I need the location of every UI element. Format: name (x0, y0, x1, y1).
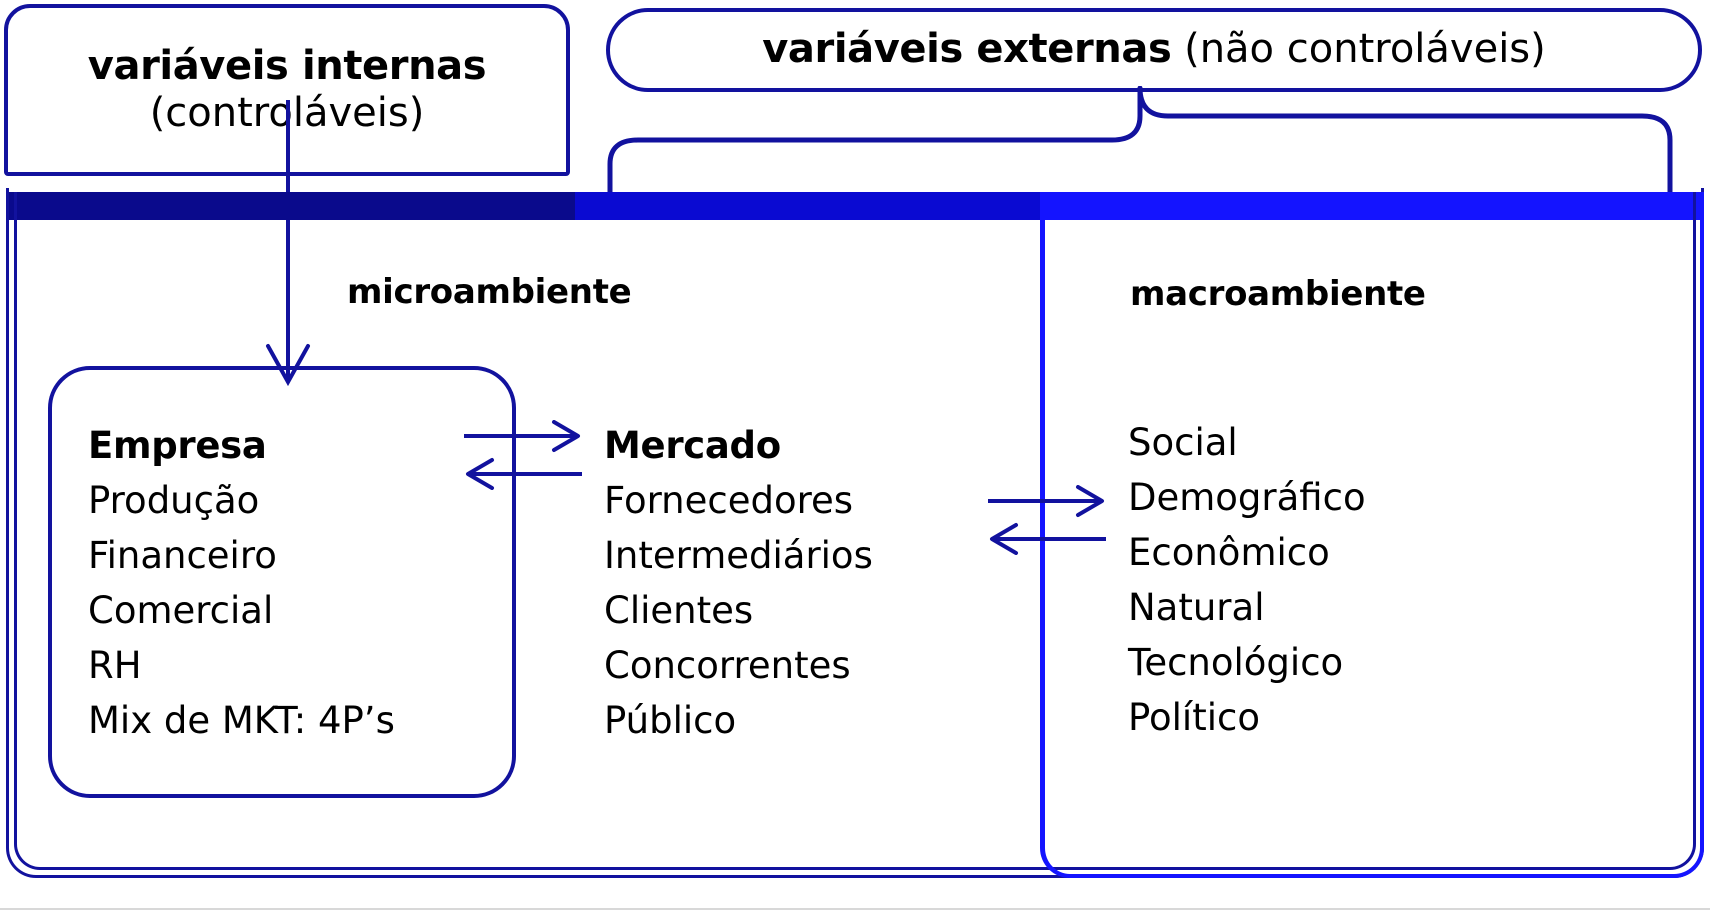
page-divider (0, 908, 1710, 910)
list-item: RH (88, 644, 142, 687)
bidirectional-arrow-icon (988, 485, 1106, 555)
list-item: Financeiro (88, 534, 277, 577)
list-item: Fornecedores (604, 479, 854, 522)
curly-brace-icon (607, 86, 1673, 196)
external-variables-title: variáveis externas (762, 26, 1172, 73)
list-item: Concorrentes (604, 644, 851, 687)
list-item: Comercial (88, 589, 274, 632)
external-variables-label: variáveis externas (não controláveis) (762, 26, 1546, 73)
macroambiente-title: macroambiente (1130, 274, 1426, 314)
list-item: Político (1128, 696, 1260, 739)
list-item: Natural (1128, 586, 1265, 629)
list-item: Intermediários (604, 534, 873, 577)
band-segment-mid (575, 192, 1041, 220)
external-variables-box: variáveis externas (não controláveis) (606, 8, 1702, 92)
list-item: Social (1128, 421, 1238, 464)
list-item: Clientes (604, 589, 754, 632)
list-item: Demográfico (1128, 476, 1366, 519)
environment-inner-frame (14, 192, 1696, 870)
empresa-list: Empresa Produção Financeiro Comercial RH… (88, 418, 395, 748)
bidirectional-arrow-icon (464, 420, 582, 490)
list-item: Mix de MKT: 4P’s (88, 699, 395, 742)
mercado-heading: Mercado (604, 424, 781, 467)
internal-variables-title: variáveis internas (87, 42, 487, 89)
band-segment-bright (1041, 192, 1702, 220)
empresa-heading: Empresa (88, 424, 267, 467)
mercado-list: Mercado Fornecedores Intermediários Clie… (604, 418, 873, 748)
microambiente-title: microambiente (347, 272, 632, 312)
list-item: Público (604, 699, 737, 742)
empresa-card (48, 366, 516, 798)
list-item: Produção (88, 479, 260, 522)
environment-header-band (8, 192, 1702, 220)
down-arrow-icon (266, 100, 310, 387)
list-item: Econômico (1128, 531, 1330, 574)
band-segment-dark (8, 192, 575, 220)
list-item: Tecnológico (1128, 641, 1344, 684)
external-variables-subtitle: (não controláveis) (1171, 26, 1546, 73)
macroambiente-list: Social Demográfico Econômico Natural Tec… (1128, 415, 1366, 745)
